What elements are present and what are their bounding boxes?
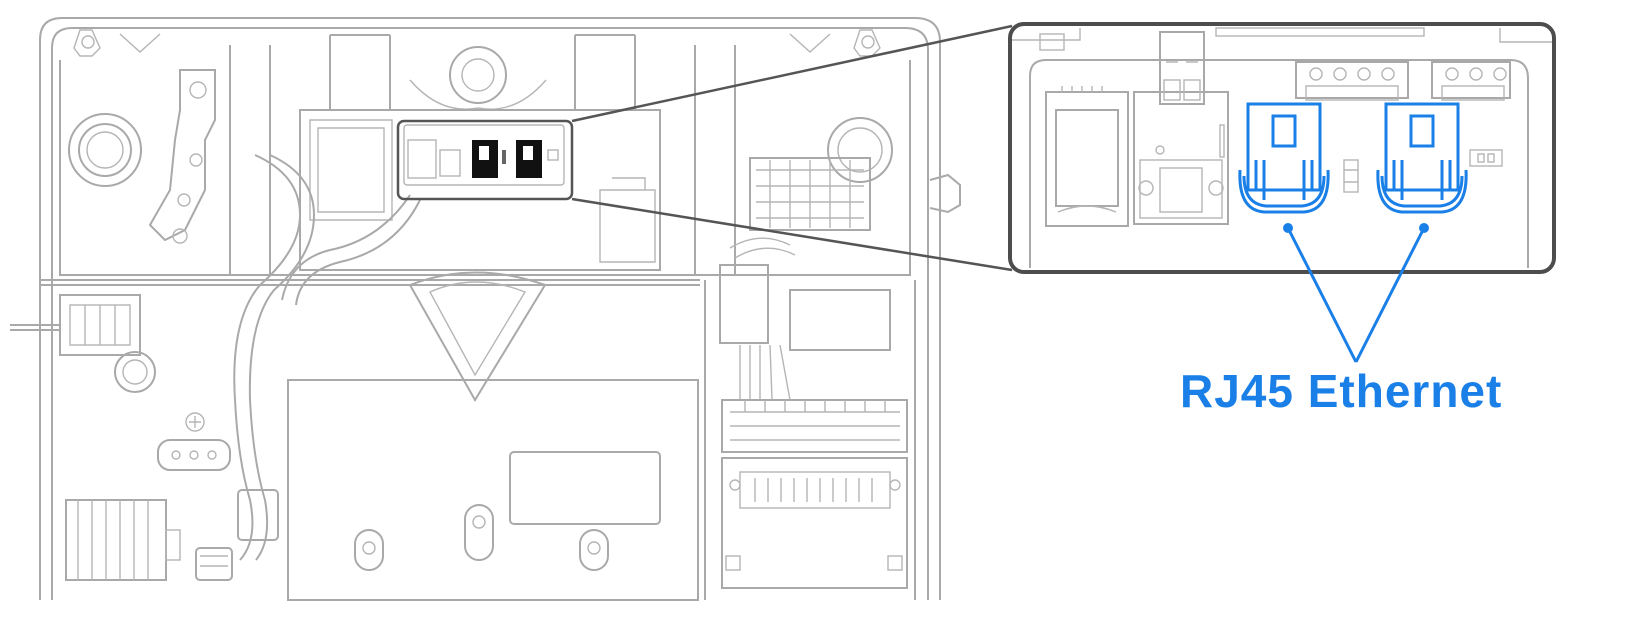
zoom-inset bbox=[1008, 22, 1556, 274]
rj45-port-right-icon bbox=[1376, 102, 1468, 214]
callout-leader-lines bbox=[1283, 223, 1429, 363]
rj45-ethernet-label: RJ45 Ethernet bbox=[1180, 365, 1503, 417]
rj45-port-left-icon bbox=[1238, 102, 1330, 214]
zoom-connector-lines bbox=[571, 24, 1013, 272]
charger-enclosure-drawing bbox=[10, 17, 961, 601]
board-thumbnail bbox=[403, 124, 565, 186]
highlight-frame bbox=[396, 119, 574, 201]
